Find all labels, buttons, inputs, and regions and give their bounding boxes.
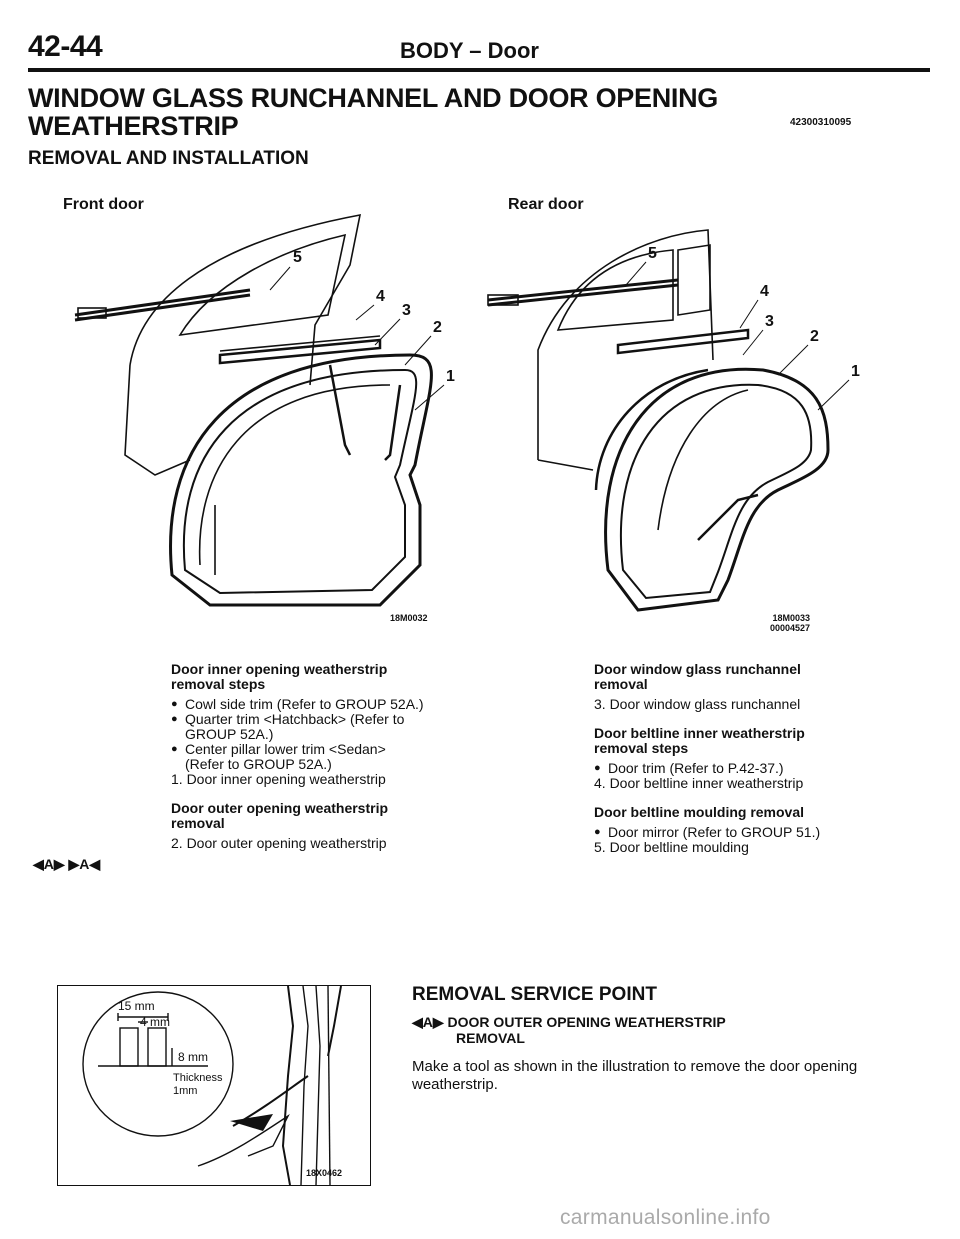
step-heading-inner-b: removal steps <box>171 676 266 692</box>
rear-door-label: Rear door <box>508 196 584 213</box>
service-point-markers: ◀A▶ ▶A◀ <box>33 856 101 872</box>
step-heading-outer-a: Door outer opening weatherstrip <box>171 800 389 816</box>
dim-thickness: Thickness <box>173 1072 223 1084</box>
step-heading-beltline-inner-a: Door beltline inner weatherstrip <box>594 725 805 741</box>
bullet-door-trim: Door trim (Refer to P.42-37.) <box>594 761 884 777</box>
tool-figure-box: 15 mm 4 mm 8 mm Thickness 1mm 18X0462 <box>57 985 371 1186</box>
front-door-label: Front door <box>63 196 144 213</box>
service-point-subtitle: ◀A▶ DOOR OUTER OPENING WEATHERSTRIP REMO… <box>412 1014 726 1046</box>
step-4: 4. Door beltline inner weatherstrip <box>594 775 804 791</box>
removal-steps-right: Door window glass runchannel removal 3. … <box>594 662 884 855</box>
service-point-title: REMOVAL SERVICE POINT <box>412 984 657 1005</box>
front-callout-3: 3 <box>402 302 411 319</box>
front-callout-1: 1 <box>446 368 455 385</box>
step-1: 1. Door inner opening weatherstrip <box>171 771 386 787</box>
bullet-quarter-trim-cont: GROUP 52A.) <box>185 726 274 742</box>
page-title: WINDOW GLASS RUNCHANNEL AND DOOR OPENING… <box>28 84 718 140</box>
title-line-1: WINDOW GLASS RUNCHANNEL AND DOOR OPENING <box>28 83 719 113</box>
step-3: 3. Door window glass runchannel <box>594 696 801 712</box>
front-callout-5: 5 <box>293 249 302 266</box>
rear-figure-code: 18M0033 00004527 <box>770 613 810 633</box>
tool-illustration: 15 mm 4 mm 8 mm Thickness 1mm 18X0462 <box>82 985 342 1186</box>
section-header: BODY – Door <box>400 38 539 63</box>
removal-steps-left: Door inner opening weatherstrip removal … <box>171 662 461 851</box>
front-callout-2: 2 <box>433 319 442 336</box>
rear-callout-2: 2 <box>810 328 819 345</box>
step-heading-beltline-moulding: Door beltline moulding removal <box>594 804 805 820</box>
page-number: 42-44 <box>28 30 103 63</box>
bullet-quarter-trim: Quarter trim <Hatchback> (Refer to <box>171 712 461 728</box>
front-callout-4: 4 <box>376 288 385 305</box>
step-heading-runchannel-a: Door window glass runchannel <box>594 661 801 677</box>
rear-callout-1: 1 <box>851 363 860 380</box>
watermark: carmanualsonline.info <box>560 1206 771 1229</box>
front-figure-code: 18M0032 <box>390 613 428 623</box>
document-code: 42300310095 <box>790 117 852 128</box>
rear-callout-3: 3 <box>765 313 774 330</box>
step-2: 2. Door outer opening weatherstrip <box>171 835 387 851</box>
dim-thickness-value: 1mm <box>173 1085 197 1097</box>
bullet-center-pillar: Center pillar lower trim <Sedan> <box>171 742 461 758</box>
section-subtitle: REMOVAL AND INSTALLATION <box>28 148 309 169</box>
service-point-body: Make a tool as shown in the illustration… <box>412 1058 858 1093</box>
bullet-door-mirror: Door mirror (Refer to GROUP 51.) <box>594 825 884 841</box>
step-heading-inner-a: Door inner opening weatherstrip <box>171 661 388 677</box>
title-line-2: WEATHERSTRIP <box>28 111 239 141</box>
rear-callout-4: 4 <box>760 283 769 300</box>
dim-4mm: 4 mm <box>140 1015 170 1029</box>
bullet-center-pillar-cont: (Refer to GROUP 52A.) <box>185 756 332 772</box>
rear-door-illustration: 5 4 3 2 1 <box>487 229 860 612</box>
front-door-illustration: 5 4 3 2 1 <box>74 213 455 607</box>
tool-figure-code: 18X0462 <box>306 1168 342 1178</box>
rear-figure-code-2: 00004527 <box>770 623 811 633</box>
dim-8mm: 8 mm <box>178 1050 208 1064</box>
step-heading-outer-b: removal <box>171 815 225 831</box>
header-rule <box>28 68 930 72</box>
step-heading-runchannel-b: removal <box>594 676 648 692</box>
service-point-subtitle-a: ◀A▶ DOOR OUTER OPENING WEATHERSTRIP <box>412 1014 726 1030</box>
step-heading-beltline-inner-b: removal steps <box>594 740 689 756</box>
bullet-cowl-side-trim: Cowl side trim (Refer to GROUP 52A.) <box>171 697 461 713</box>
step-5: 5. Door beltline moulding <box>594 839 749 855</box>
service-point-subtitle-b: REMOVAL <box>456 1030 525 1046</box>
rear-figure-code-1: 18M0033 <box>772 613 811 623</box>
dim-15mm: 15 mm <box>118 999 155 1013</box>
rear-callout-5: 5 <box>648 245 657 262</box>
